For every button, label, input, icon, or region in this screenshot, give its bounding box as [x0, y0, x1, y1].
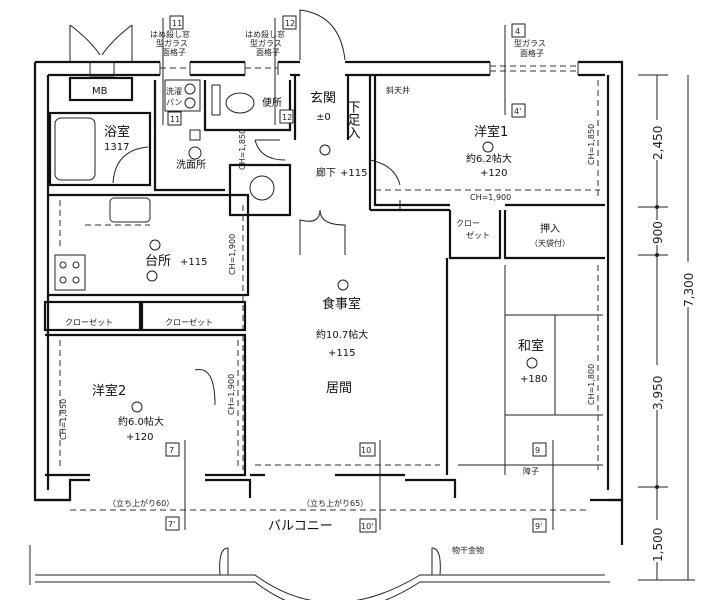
ch-washroom: CH=1,850 — [238, 129, 247, 170]
rise65-label: （立ち上がり65） — [302, 498, 368, 508]
dim-7300: 7,300 — [682, 273, 696, 307]
mb-label: MB — [92, 86, 108, 97]
western2-area: 約6.0帖大 — [118, 415, 164, 428]
rise60-label: （立ち上がり60） — [108, 498, 174, 508]
dining-label: 食事室 — [322, 296, 361, 312]
closet-a-label: クローゼット — [65, 317, 113, 327]
slope-ceiling-label: 斜天井 — [386, 85, 410, 95]
w12-note-3: 面格子 — [256, 47, 280, 57]
entrance-level: ±0 — [316, 112, 331, 123]
oshiire-label: 押入 — [540, 222, 560, 235]
hallway-level: +115 — [340, 168, 367, 179]
marker-11b: 11 — [170, 115, 180, 124]
washitsu-label: 和室 — [518, 338, 544, 354]
laundry-sub: パン — [166, 98, 182, 107]
dimension-lines: 2,450 900 3,950 1,500 7,300 — [638, 74, 696, 581]
washitsu-level: +180 — [520, 374, 547, 385]
hanger-label: 物干金物 — [452, 545, 484, 555]
bath-size: 1317 — [104, 142, 129, 153]
kitchen-level: +115 — [180, 257, 207, 268]
hallway-label: 廊下 — [316, 166, 336, 179]
marker-9b: 9' — [535, 522, 542, 531]
kitchen: 台所 +115 CH=1,900 — [48, 193, 250, 470]
closet-c-l2: ゼット — [466, 230, 490, 240]
western1-area: 約6.2帖大 — [466, 152, 512, 165]
western2-ch: CH=1,850 — [59, 399, 68, 440]
w11-note-2: 型ガラス — [156, 38, 188, 48]
closet-c-l1: クロー — [456, 219, 480, 228]
western1-ch2: CH=1,850 — [587, 124, 596, 165]
kitchen-label: 台所 — [145, 254, 171, 269]
marker-7b: 7' — [168, 520, 175, 529]
dining-level: +115 — [328, 348, 355, 359]
bath-label: 浴室 — [104, 124, 130, 140]
window-notes: はめ殺し窓 型ガラス 面格子 はめ殺し窓 型ガラス 面格子 型ガラス 面格子 — [150, 29, 546, 58]
western1-ch: CH=1,900 — [470, 193, 511, 202]
washroom: 洗濯 パン 洗面所 — [153, 79, 292, 192]
marker-4: 4 — [515, 27, 520, 36]
western2-ch2: CH=1,900 — [227, 374, 236, 415]
marker-12: 12 — [285, 19, 295, 28]
toilet-label: 便所 — [262, 96, 282, 109]
washitsu-ch: CH=1,800 — [587, 364, 596, 405]
dim-2450: 2,450 — [651, 126, 665, 160]
dining-living: 食事室 約10.7帖大 +115 居間 — [250, 258, 449, 477]
w12-note-1: はめ殺し窓 — [245, 29, 285, 39]
marker-12b: 12 — [282, 113, 292, 122]
balcony-label: バルコニー — [268, 519, 333, 534]
closet-oshiire: クロー ゼット 押入 （天袋付） — [448, 210, 605, 260]
mb-closet: MB — [68, 24, 134, 102]
western-room-1: 斜天井 洋室1 約6.2帖大 +120 CH=1,900 CH=1,850 — [370, 75, 605, 212]
marker-9: 9 — [535, 446, 540, 455]
w4-note-1: 型ガラス — [514, 38, 546, 48]
toilet-room: 便所 CH=1,850 — [211, 84, 292, 217]
laundry-label: 洗濯 — [166, 86, 182, 96]
western2-label: 洋室2 — [92, 383, 126, 399]
entrance: 玄関 ±0 下足入 廊下 +115 — [293, 9, 401, 255]
western2-level: +120 — [126, 432, 153, 443]
w4-note-2: 面格子 — [520, 48, 544, 58]
dim-1500: 1,500 — [651, 528, 665, 562]
entrance-label: 玄関 — [310, 91, 336, 106]
w12-note-2: 型ガラス — [250, 38, 282, 48]
western1-label: 洋室1 — [474, 124, 508, 140]
bathroom: 浴室 1317 — [48, 111, 152, 187]
living-label: 居間 — [326, 381, 352, 396]
balcony: （立ち上がり60） （立ち上がり65） バルコニー 物干金物 — [29, 478, 624, 600]
oshiire-sub: （天袋付） — [530, 238, 570, 248]
marker-10: 10 — [361, 446, 371, 455]
w11-note-1: はめ殺し窓 — [150, 29, 190, 39]
dining-area: 約10.7帖大 — [316, 328, 368, 341]
kitchen-ch: CH=1,900 — [228, 234, 237, 275]
w11-note-3: 面格子 — [162, 47, 186, 57]
marker-7: 7 — [169, 446, 174, 455]
western-room-2: 洋室2 約6.0帖大 +120 CH=1,850 CH=1,900 — [45, 333, 247, 477]
shoe-closet-label: 下足入 — [345, 100, 361, 139]
dim-3950: 3,950 — [651, 376, 665, 410]
section-markers: 11 11 12 12 4 4' 7 7' 10 10' 9 9' — [162, 15, 554, 533]
washroom-label: 洗面所 — [176, 159, 206, 171]
closets: クローゼット クローゼット — [43, 300, 247, 332]
shoji-label: 障子 — [523, 466, 539, 476]
washitsu: 和室 +180 CH=1,800 障子 — [458, 265, 603, 476]
dim-900: 900 — [651, 221, 665, 244]
marker-10b: 10' — [361, 522, 373, 531]
marker-11: 11 — [172, 19, 182, 28]
marker-4b: 4' — [514, 107, 521, 116]
western1-level: +120 — [480, 168, 507, 179]
closet-b-label: クローゼット — [165, 317, 213, 327]
